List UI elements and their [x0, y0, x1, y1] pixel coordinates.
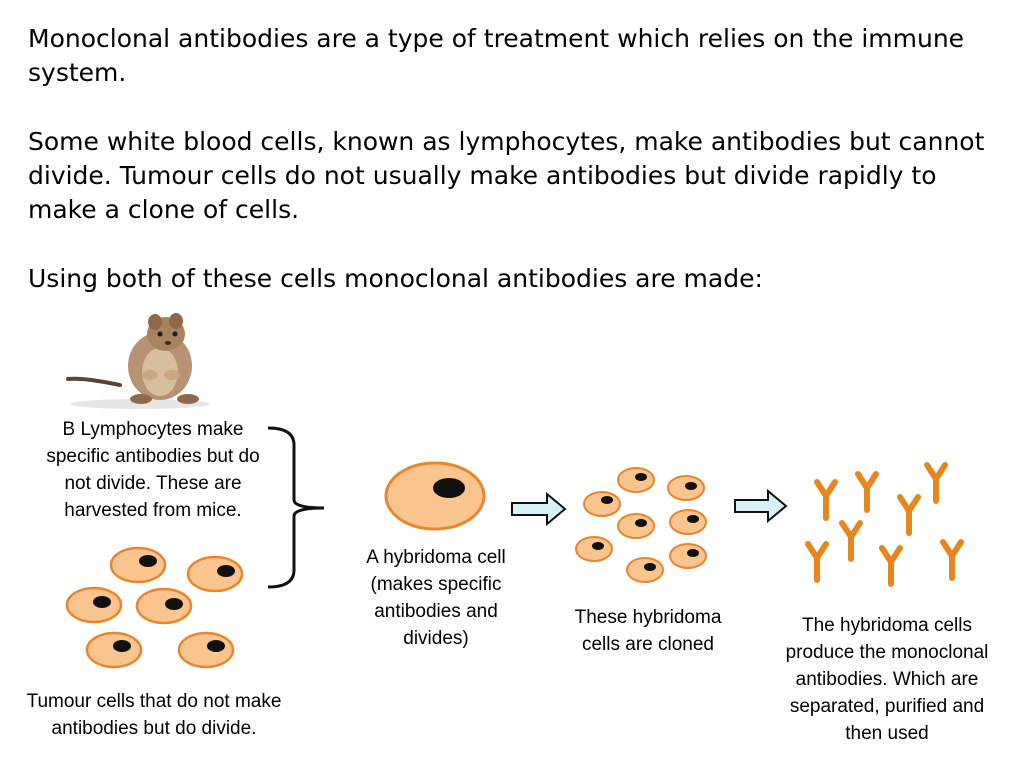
cloned-cell	[669, 509, 707, 535]
antibody-icon	[842, 523, 860, 559]
cloned-cell	[617, 467, 655, 493]
tumour-cell	[65, 586, 123, 624]
cloned-cell	[617, 513, 655, 539]
antibody-icon	[927, 465, 945, 501]
b-lymphocytes-caption: B Lymphocytes make specific antibodies b…	[46, 419, 260, 521]
antibody-icon	[900, 497, 918, 533]
arrow-icon	[511, 491, 567, 527]
antibody-icon	[858, 474, 876, 510]
bracket-icon	[267, 426, 325, 589]
arrow-icon	[734, 488, 788, 524]
hybridoma-cell	[384, 461, 486, 531]
cloned-cell	[583, 491, 621, 517]
antibody-icon	[882, 548, 900, 584]
antibodies-caption: The hybridoma cells produce the monoclon…	[785, 615, 989, 744]
antibody-icon	[943, 542, 961, 578]
tumour-cell	[109, 546, 167, 584]
intro-paragraph-3: Using both of these cells monoclonal ant…	[28, 264, 763, 293]
tumour-cell	[135, 587, 193, 625]
tumour-cells	[65, 546, 244, 669]
antibody-icon	[808, 544, 826, 580]
intro-paragraph-1: Monoclonal antibodies are a type of trea…	[28, 24, 965, 87]
cloned-cell	[667, 475, 705, 501]
cloned-cells	[575, 467, 707, 583]
cloned-caption: These hybridoma cells are cloned	[574, 607, 722, 655]
intro-paragraph-2: Some white blood cells, known as lymphoc…	[28, 127, 985, 224]
tumour-cell	[186, 555, 244, 593]
cloned-cell	[626, 557, 664, 583]
cloned-cell	[669, 543, 707, 569]
tumour-cell	[85, 631, 143, 669]
antibody-icon	[817, 482, 835, 518]
tumour-cells-caption: Tumour cells that do not make antibodies…	[26, 691, 282, 739]
antibodies	[808, 465, 961, 584]
tumour-cell	[177, 631, 235, 669]
mouse-image	[66, 313, 210, 409]
cloned-cell	[575, 536, 613, 562]
hybridoma-caption: A hybridoma cell (makes specific antibod…	[366, 547, 506, 649]
